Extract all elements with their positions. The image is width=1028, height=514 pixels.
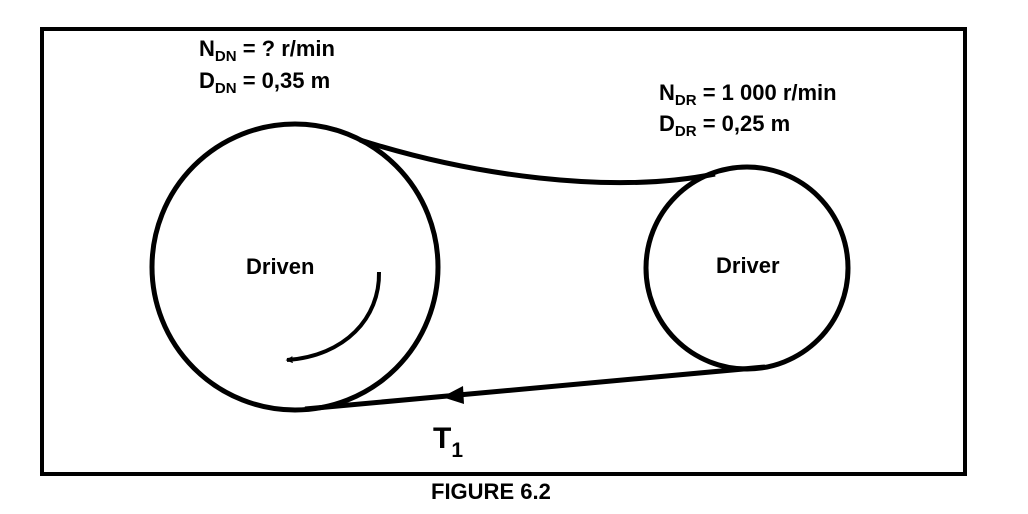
driver-pulley-label: Driver [716,253,780,278]
belt-tension-label: T1 [433,422,463,462]
driver-speed-value: = 1 000 r/min [702,80,837,105]
driven-speed-value: = ? r/min [242,36,335,61]
belt-upper-span [359,137,716,186]
driver-speed-subscript: DR [674,92,697,109]
driver-diameter-label: DDR = 0,25 m [659,111,791,140]
figure-frame [40,27,967,476]
tension-symbol: T [433,422,452,455]
figure-caption: FIGURE 6.2 [431,479,551,504]
driver-diameter-symbol: D [659,111,675,136]
driven-pulley-label: Driven [246,254,315,279]
driver-diameter-subscript: DR [674,123,697,140]
driven-speed-symbol: N [199,36,215,61]
driven-speed-subscript: DN [214,48,237,65]
driven-diameter-symbol: D [199,68,215,93]
tension-subscript: 1 [451,439,464,462]
belt-tension-arrow [442,386,464,404]
driver-speed-label: NDR = 1 000 r/min [659,80,837,109]
driver-diameter-value: = 0,25 m [702,111,791,136]
rotation-arrow [285,271,382,364]
driven-diameter-label: DDN = 0,35 m [199,68,331,97]
driven-speed-label: NDN = ? r/min [199,36,335,65]
driver-speed-symbol: N [659,80,675,105]
belt-lower-span [304,364,766,412]
driven-pulley [149,121,441,413]
driven-diameter-value: = 0,35 m [242,68,331,93]
driven-diameter-subscript: DN [214,80,237,97]
